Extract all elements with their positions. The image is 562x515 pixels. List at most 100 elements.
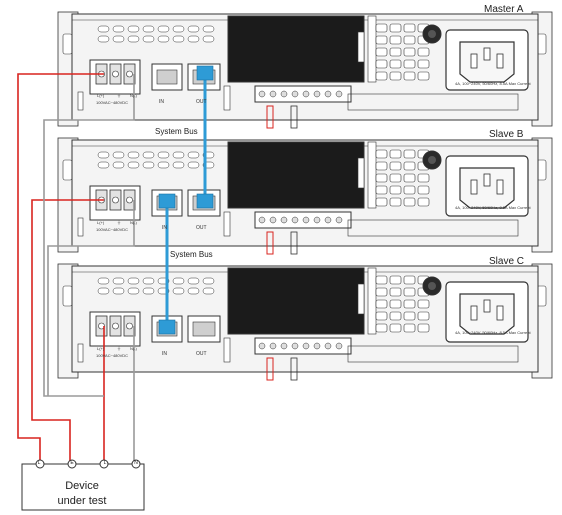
sense-terminal	[258, 216, 266, 224]
keypad-button	[417, 323, 430, 333]
inlet-pin	[483, 47, 491, 61]
instrument-2	[57, 263, 553, 381]
sense-wire-black	[290, 357, 298, 381]
keypad-button	[403, 287, 416, 297]
sense-terminal	[313, 342, 321, 350]
sense-wire-red	[266, 231, 274, 255]
wires-layer	[17, 73, 135, 462]
vent-hole	[127, 161, 140, 169]
rating-label-a: 100VAC~480VDC	[96, 100, 129, 105]
display-bezel	[367, 267, 377, 335]
dut-pin-2	[67, 459, 77, 469]
sense-terminal	[324, 216, 332, 224]
keypad-button	[389, 185, 402, 195]
rating-label-c: 100VAC~480VDC	[96, 353, 129, 358]
vent-hole	[127, 287, 140, 295]
dut-pin-3	[99, 459, 109, 469]
dut-pin-label-2: E	[70, 460, 74, 466]
sense-terminal	[302, 342, 310, 350]
dut-pin-label-3: L	[103, 460, 107, 466]
gray-wire-master-n	[43, 74, 135, 397]
power-inlet	[459, 41, 515, 83]
display-bezel	[367, 15, 377, 83]
sense-terminal	[258, 342, 266, 350]
keypad-button	[375, 311, 388, 321]
keypad-button	[403, 185, 416, 195]
keypad-button	[389, 71, 402, 81]
keypad-button	[417, 197, 430, 207]
side-bar	[223, 211, 231, 237]
keypad-button	[389, 323, 402, 333]
knob-center	[428, 156, 436, 164]
vent-hole	[112, 151, 125, 159]
vent-hole	[157, 151, 170, 159]
keypad-button	[375, 23, 388, 33]
keypad-button	[417, 71, 430, 81]
side-bar	[357, 157, 365, 189]
keypad-button	[375, 149, 388, 159]
vent-hole	[172, 277, 185, 285]
keypad-button	[403, 311, 416, 321]
display-bezel	[367, 141, 377, 209]
keypad-button	[403, 71, 416, 81]
inlet-pin	[483, 299, 491, 313]
keypad-button	[375, 71, 388, 81]
keypad-button	[375, 323, 388, 333]
sense-terminal	[291, 342, 299, 350]
ear-slot	[62, 33, 73, 55]
terminal-label-a-n: N(-)	[130, 93, 137, 98]
system-bus-label-1: System Bus	[155, 127, 198, 136]
vent-hole	[127, 277, 140, 285]
knob-center	[428, 282, 436, 290]
out-port-label-a: OUT	[196, 99, 207, 105]
vent-hole	[157, 35, 170, 43]
instruments-layer	[57, 11, 553, 381]
side-latch	[77, 217, 84, 237]
sense-terminal	[291, 90, 299, 98]
in-port-label-c: IN	[162, 351, 167, 357]
keypad-button	[375, 197, 388, 207]
vent-hole	[142, 35, 155, 43]
keypad-button	[389, 311, 402, 321]
sense-terminal	[280, 90, 288, 98]
terminal-label-c-e: ⏚	[117, 346, 121, 351]
vent-hole	[202, 35, 215, 43]
terminal-label-a-l: L(+)	[97, 93, 105, 98]
sense-terminal	[291, 216, 299, 224]
terminal-screw-head	[126, 322, 133, 330]
sense-terminal	[324, 90, 332, 98]
terminal-label-b-e: ⏚	[117, 220, 121, 225]
vent-hole	[202, 25, 215, 33]
side-bar	[357, 283, 365, 315]
sense-wire-red	[266, 105, 274, 129]
keypad-button	[389, 197, 402, 207]
side-bar	[357, 31, 365, 63]
red-wire-master-l	[17, 73, 104, 462]
keypad-button	[375, 59, 388, 69]
spec-label-c: 4A, 100~240V, 50/60Hz, 8.5A Max Current	[455, 330, 531, 335]
keypad-button	[389, 35, 402, 45]
keypad-button	[389, 149, 402, 159]
gray-wire-slave-b-n	[47, 200, 135, 396]
keypad-button	[417, 173, 430, 183]
sense-terminal	[302, 216, 310, 224]
keypad-button	[403, 197, 416, 207]
display-panel	[227, 141, 365, 209]
panel-border	[347, 345, 519, 363]
vent-hole	[202, 277, 215, 285]
vent-hole	[97, 151, 110, 159]
keypad-button	[389, 299, 402, 309]
sense-terminal	[313, 216, 321, 224]
sense-terminal	[269, 90, 277, 98]
display-panel	[227, 15, 365, 83]
keypad-button	[417, 185, 430, 195]
keypad-button	[389, 287, 402, 297]
sense-terminal	[280, 216, 288, 224]
inlet-pin	[470, 53, 478, 69]
keypad-button	[389, 173, 402, 183]
inlet-pin	[470, 305, 478, 321]
vent-hole	[142, 277, 155, 285]
in-port-jack	[156, 69, 178, 85]
sense-terminal	[335, 90, 343, 98]
instrument-0	[57, 11, 553, 129]
